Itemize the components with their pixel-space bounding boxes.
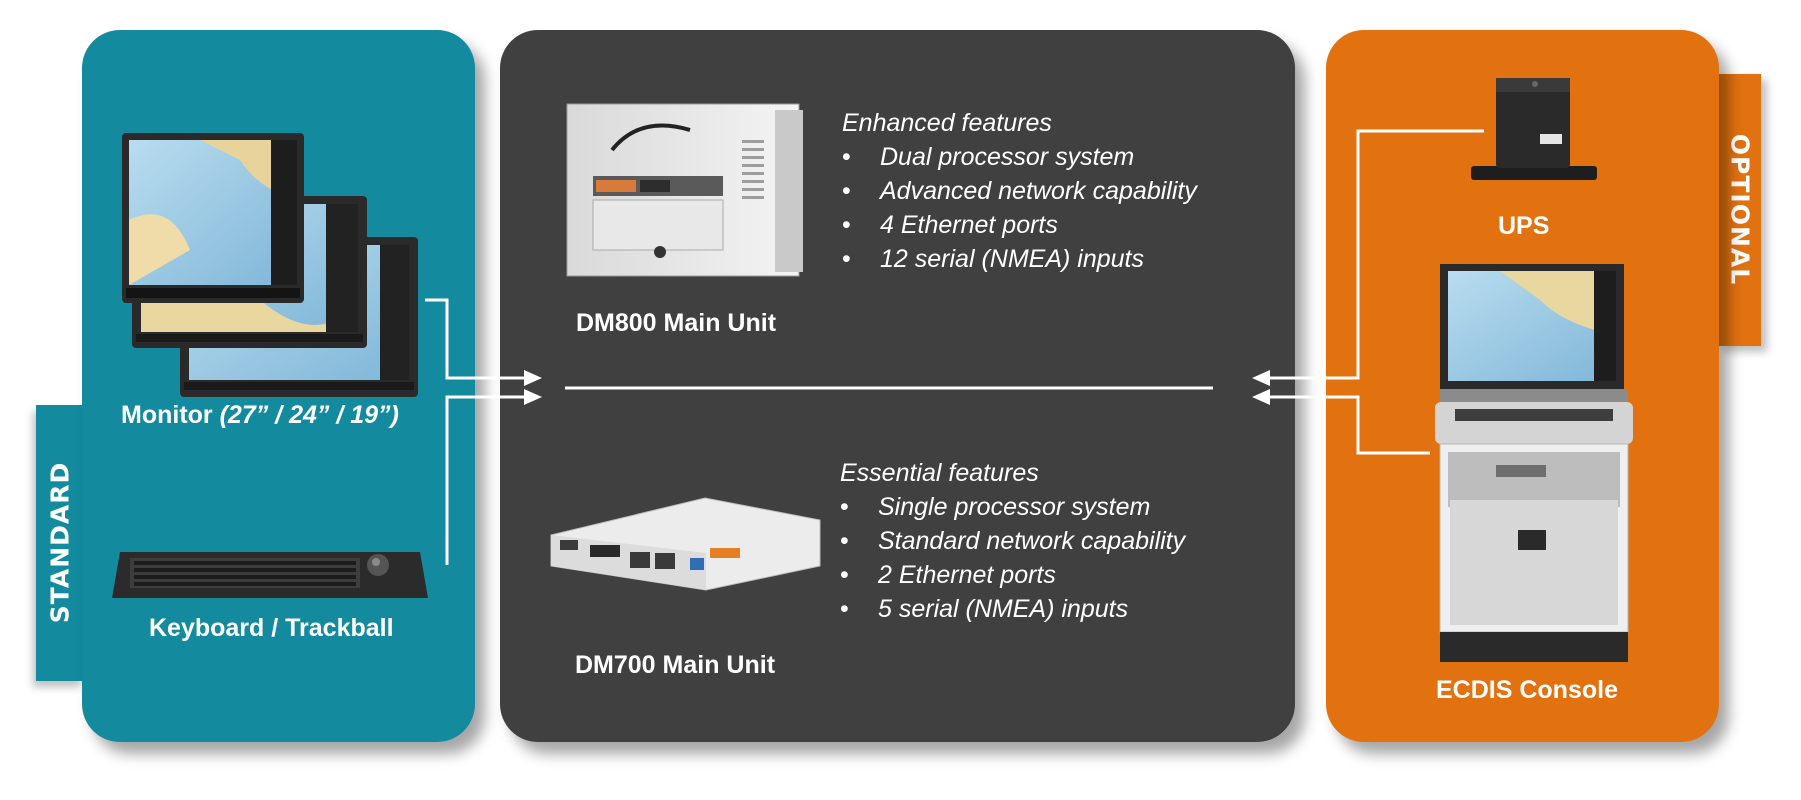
arrow-left-icon (1252, 370, 1270, 386)
arrow-heads (524, 370, 1270, 405)
monitor-sizes: (27” / 24” / 19”) (219, 401, 399, 429)
dm800-feature-list: Dual processor system Advanced network c… (842, 140, 1197, 276)
ecdis-console-label: ECDIS Console (1436, 676, 1618, 704)
optional-tab: OPTIONAL (1718, 74, 1761, 346)
dm700-label: DM700 Main Unit (575, 651, 776, 679)
ecdis-console-image (1435, 264, 1633, 662)
list-item: Standard network capability (840, 524, 1185, 558)
dm800-unit-image (566, 103, 803, 277)
list-item: Single processor system (840, 490, 1185, 524)
list-item: Dual processor system (842, 140, 1197, 174)
dm800-features: Enhanced features Dual processor system … (842, 106, 1197, 276)
keyboard-trackball-image (112, 552, 428, 598)
ups-label: UPS (1498, 212, 1550, 240)
dm700-unit-image (550, 497, 821, 591)
dm700-features-title: Essential features (840, 459, 1039, 487)
dm800-label: DM800 Main Unit (576, 309, 777, 337)
arrow-right-icon (524, 370, 542, 386)
keyboard-label: Keyboard / Trackball (149, 614, 394, 642)
list-item: 5 serial (NMEA) inputs (840, 592, 1185, 626)
list-item: 12 serial (NMEA) inputs (842, 242, 1197, 276)
ups-image (1471, 78, 1597, 180)
connector-lines (425, 129, 1484, 565)
monitor-27-image (122, 133, 304, 303)
list-item: 2 Ethernet ports (840, 558, 1185, 592)
dm800-features-title: Enhanced features (842, 109, 1052, 137)
list-item: 4 Ethernet ports (842, 208, 1197, 242)
dm700-features: Essential features Single processor syst… (840, 456, 1185, 626)
arrow-right-icon (524, 389, 542, 405)
monitor-stack-image (122, 133, 418, 397)
standard-tab: STANDARD (36, 405, 84, 681)
list-item: Advanced network capability (842, 174, 1197, 208)
arrow-left-icon (1252, 389, 1270, 405)
dm700-feature-list: Single processor system Standard network… (840, 490, 1185, 626)
monitor-label: Monitor (27” / 24” / 19”) (121, 401, 399, 430)
monitor-label-text: Monitor (121, 401, 213, 429)
